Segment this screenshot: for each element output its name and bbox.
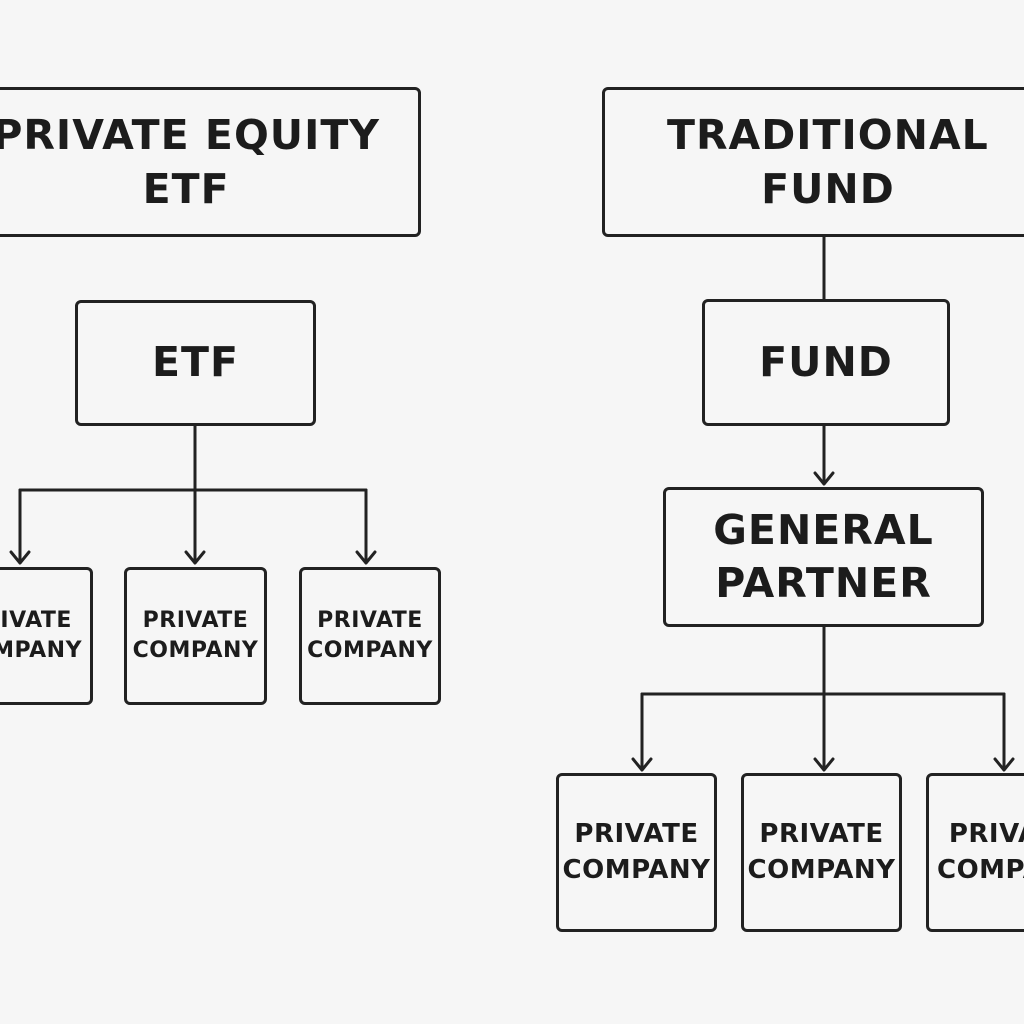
fund-private-company-label-2: PRIVATE COMPANY [748, 817, 896, 889]
etf-private-company-1-line-1: PRIVATE [0, 607, 72, 633]
fund-private-company-box-3: PRIVATE COMPANY [926, 773, 1024, 932]
private-equity-etf-label-line-1: PRIVATE EQUITY [0, 110, 380, 159]
etf-private-company-box-2: PRIVATE COMPANY [124, 567, 267, 705]
etf-private-company-box-3: PRIVATE COMPANY [299, 567, 441, 705]
private-equity-etf-label-line-2: ETF [142, 165, 230, 213]
etf-private-company-label-1: PRIVATE COMPANY [0, 606, 82, 667]
fund-to-partner-arrowhead [813, 471, 835, 486]
etf-private-company-2-line-2: COMPANY [132, 638, 259, 663]
general-partner-label-line-2: PARTNER [715, 559, 932, 607]
partner-arrowhead-3 [993, 757, 1015, 772]
general-partner-label: GENERAL PARTNER [713, 504, 933, 611]
fund-private-company-box-2: PRIVATE COMPANY [741, 773, 902, 932]
fund-private-company-box-1: PRIVATE COMPANY [556, 773, 717, 932]
etf-private-company-3-line-1: PRIVATE [317, 607, 423, 633]
fund-private-company-label-3: PRIVATE COMPANY [937, 817, 1024, 889]
etf-private-company-box-1: PRIVATE COMPANY [0, 567, 93, 705]
traditional-fund-label-line-2: FUND [761, 165, 895, 213]
etf-label: ETF [152, 338, 239, 387]
partner-arrowhead-2 [813, 757, 835, 772]
fund-private-company-3-line-2: COMPANY [937, 854, 1024, 885]
general-partner-label-line-1: GENERAL [713, 505, 934, 554]
fund-box: FUND [702, 299, 950, 426]
general-partner-box: GENERAL PARTNER [663, 487, 984, 627]
etf-private-company-1-line-2: COMPANY [0, 638, 82, 663]
etf-private-company-3-line-2: COMPANY [307, 638, 433, 663]
fund-private-company-2-line-2: COMPANY [747, 854, 896, 885]
fund-private-company-1-line-2: COMPANY [562, 854, 711, 885]
etf-private-company-2-line-1: PRIVATE [142, 607, 249, 633]
traditional-fund-box: TRADITIONAL FUND [602, 87, 1024, 237]
fund-private-company-2-line-1: PRIVATE [759, 818, 884, 849]
fund-private-company-1-line-1: PRIVATE [574, 818, 699, 849]
private-equity-etf-box: PRIVATE EQUITY ETF [0, 87, 421, 237]
traditional-fund-label: TRADITIONAL FUND [667, 108, 989, 216]
etf-box: ETF [75, 300, 316, 426]
traditional-fund-label-line-1: TRADITIONAL [667, 110, 989, 159]
fund-private-company-label-1: PRIVATE COMPANY [563, 817, 711, 889]
etf-arrowhead-2 [184, 550, 206, 565]
etf-private-company-label-3: PRIVATE COMPANY [307, 606, 433, 667]
fund-label: FUND [759, 337, 893, 386]
partner-arrowhead-1 [631, 757, 653, 772]
etf-arrowhead-1 [9, 550, 31, 565]
private-equity-etf-label: PRIVATE EQUITY ETF [0, 108, 380, 216]
fund-private-company-3-line-1: PRIVATE [948, 818, 1024, 849]
etf-private-company-label-2: PRIVATE COMPANY [133, 606, 259, 667]
etf-arrowhead-3 [355, 550, 377, 565]
